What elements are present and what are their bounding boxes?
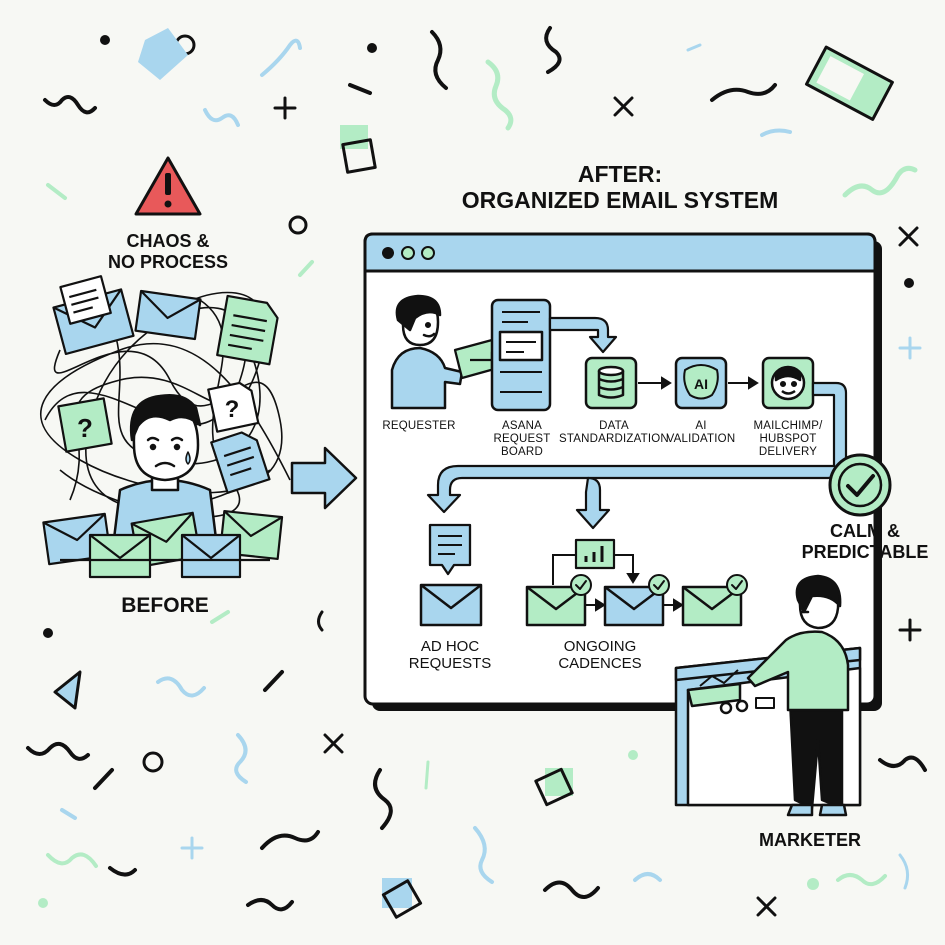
background-doodles [26,26,927,919]
marketer-figure [746,574,850,817]
ai-label-line1: AI [695,420,707,432]
success-check-icon [828,453,892,517]
requester-figure [390,294,464,410]
chaos-title-line2: NO PROCESS [107,251,229,272]
adhoc-label-line2: REQUESTS [408,655,492,673]
after-title-line2: ORGANIZED EMAIL SYSTEM [461,187,779,214]
after-title: AFTER: ORGANIZED EMAIL SYSTEM [440,161,800,214]
warning-icon [134,156,202,216]
asana-board-icon [490,298,552,412]
delivery-label: MAILCHIMP/ HUBSPOT DELIVERY [743,420,833,460]
chaos-title: CHAOS & NO PROCESS [88,231,248,272]
delivery-label-line2: HUBSPOT [759,433,817,446]
cadence-envelopes [525,585,743,627]
cadence-chart-icon [574,538,616,570]
ongoing-label-line1: ONGOING [563,638,637,655]
after-title-line1: AFTER: [577,161,663,187]
adhoc-label: AD HOC REQUESTS [400,638,500,673]
delivery-label-line1: MAILCHIMP/ [753,420,823,432]
asana-to-data-arrow [548,316,618,354]
mailchimp-icon [761,356,815,410]
data-label-line2: STANDARDIZATION [559,433,669,446]
ai-validation-label: AI VALIDATION [661,420,741,446]
asana-label-line1: ASANA [502,420,542,432]
data-standardization-label: DATA STANDARDIZATION [558,420,670,446]
transition-arrow [290,446,358,510]
adhoc-envelope-icon [419,583,483,627]
decor-battery-icon [804,45,894,121]
pipeline-arrows [638,376,759,390]
ai-chip-icon [674,356,728,410]
adhoc-doc-icon [428,523,472,576]
calm-label-line1: CALM & [830,521,900,541]
ai-chip-text: AI [694,376,708,392]
check-badges [570,574,748,596]
requester-label: REQUESTER [382,420,456,432]
chaos-title-line1: CHAOS & [126,231,210,251]
database-icon [584,356,638,410]
ongoing-label: ONGOING CADENCES [550,638,650,673]
window-dot-minimize [401,246,415,260]
cadence-connectors [552,554,684,612]
svg-text:?: ? [225,396,240,423]
ai-label-line2: VALIDATION [666,433,736,446]
before-label: BEFORE [121,594,209,617]
calm-label: CALM & PREDICTABLE [795,521,935,562]
svg-text:?: ? [77,413,93,443]
marketer-label: MARKETER [759,830,861,850]
delivery-label-line3: DELIVERY [758,446,818,459]
asana-label-line2: REQUEST [493,433,551,446]
asana-label: ASANA REQUEST BOARD [486,420,558,460]
distribution-flow [426,381,848,530]
window-dot-close [382,247,394,259]
envelope-pile [60,511,270,579]
data-label-line1: DATA [599,420,629,432]
ongoing-label-line2: CADENCES [558,655,642,673]
calm-label-line2: PREDICTABLE [801,541,929,562]
adhoc-label-line1: AD HOC [420,638,480,655]
asana-label-line3: BOARD [501,446,543,459]
window-dot-maximize [421,246,435,260]
